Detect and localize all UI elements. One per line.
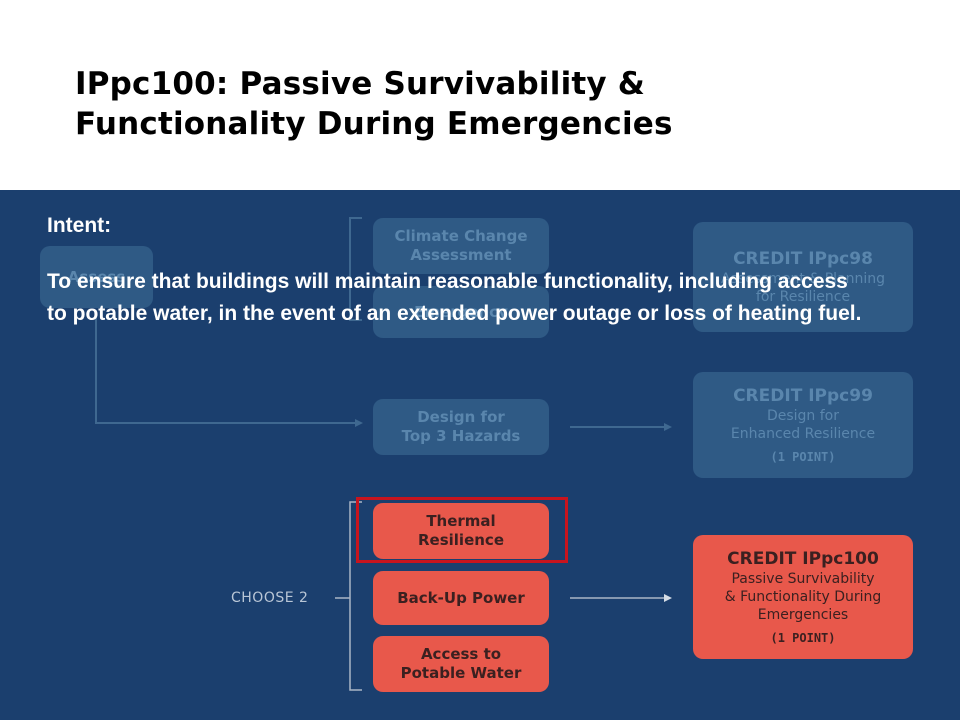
- emergency-box: Emergency: [373, 286, 549, 338]
- assess-to-design-line: [95, 310, 355, 424]
- credit99-points: (1 POINT): [770, 450, 836, 464]
- thermal-line2: Resilience: [418, 531, 504, 549]
- slide-title-line1: IPpc100: Passive Survivability &: [75, 66, 646, 102]
- thermal-resilience-box: Thermal Resilience: [373, 503, 549, 559]
- backup-power-box: Back-Up Power: [373, 571, 549, 625]
- slide-title-line2: Functionality During Emergencies: [75, 106, 673, 142]
- credit98-sub2: for Resilience: [755, 289, 851, 305]
- thermal-resilience-highlight: [356, 497, 568, 563]
- assess-to-design-arrowhead: [355, 419, 363, 427]
- potable-water-box: Access to Potable Water: [373, 636, 549, 692]
- slide-title: IPpc100: Passive Survivability & Functio…: [75, 64, 935, 144]
- design-step-line1: Design for: [417, 408, 505, 426]
- backup-to-credit100-arrowhead: [664, 594, 672, 602]
- design-step-line2: Top 3 Hazards: [401, 427, 521, 445]
- credit98-sub1: Assessment & Planning: [720, 271, 886, 287]
- climate-change-assessment-box: Climate Change Assessment: [373, 218, 549, 274]
- intent-heading: Intent:: [47, 214, 112, 237]
- credit-ippc98-box: CREDIT IPpc98 Assessment & Planning for …: [693, 222, 913, 332]
- design-to-credit99-arrowhead: [664, 423, 672, 431]
- emergency-step-line1: Emergency: [414, 302, 508, 321]
- assess-box: Assess: [40, 246, 153, 308]
- credit100-sub3: Emergencies: [757, 607, 849, 623]
- backup-line1: Back-Up Power: [397, 588, 525, 607]
- climate-step-line1: Climate Change: [394, 227, 528, 245]
- credit98-title: CREDIT IPpc98: [733, 249, 873, 269]
- credit100-sub1: Passive Survivability: [731, 571, 875, 587]
- climate-step-line2: Assessment: [410, 246, 512, 264]
- credit-ippc100-box: CREDIT IPpc100 Passive Survivability & F…: [693, 535, 913, 659]
- thermal-line1: Thermal: [426, 512, 496, 530]
- credit100-points: (1 POINT): [770, 631, 836, 645]
- credit100-sub2: & Functionality During: [724, 589, 882, 605]
- water-line1: Access to: [420, 645, 502, 663]
- credit-ippc99-box: CREDIT IPpc99 Design for Enhanced Resili…: [693, 372, 913, 478]
- water-line2: Potable Water: [400, 664, 522, 682]
- assess-label: Assess: [67, 267, 126, 286]
- design-top3-hazards-box: Design for Top 3 Hazards: [373, 399, 549, 455]
- credit99-sub2: Enhanced Resilience: [730, 426, 876, 442]
- diagram-panel: Assess Climate Change Assessment Emergen…: [0, 190, 960, 720]
- credit100-title: CREDIT IPpc100: [727, 549, 879, 569]
- credit99-title: CREDIT IPpc99: [733, 386, 873, 406]
- credit99-sub1: Design for: [766, 408, 840, 424]
- choose-2-label: CHOOSE 2: [231, 590, 309, 606]
- intent-body: To ensure that buildings will maintain r…: [47, 270, 862, 325]
- top-bracket: [349, 217, 362, 321]
